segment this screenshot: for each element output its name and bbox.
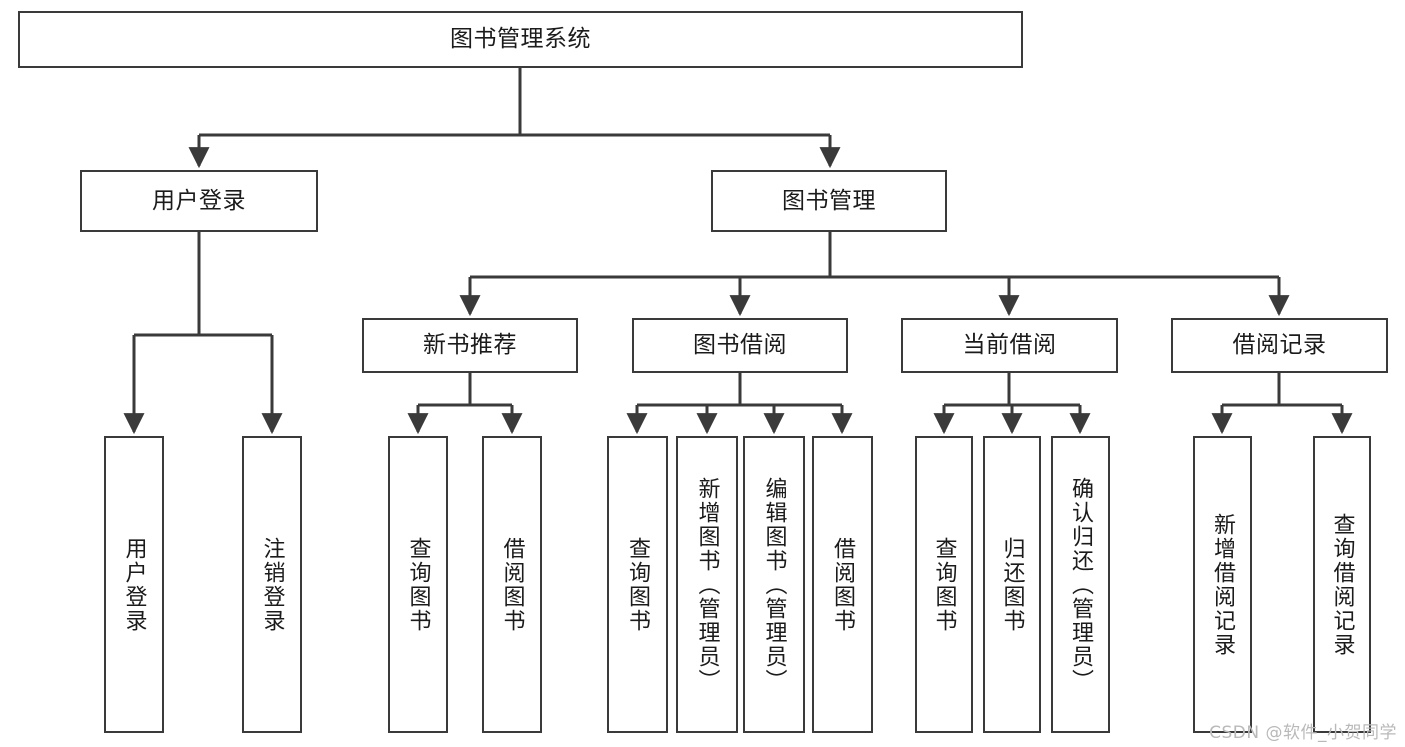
- node-leaf-confirm-return-admin-label: 确认归还（管理员）: [1068, 476, 1094, 693]
- node-leaf-query-book[interactable]: 查询图书: [607, 436, 668, 733]
- node-book-borrow-label: 图书借阅: [693, 332, 787, 359]
- node-leaf-borrow-book-new-label: 借阅图书: [499, 536, 525, 633]
- node-root-system[interactable]: 图书管理系统: [18, 11, 1023, 68]
- node-leaf-user-login-label: 用户登录: [121, 536, 147, 633]
- node-leaf-borrow-book[interactable]: 借阅图书: [812, 436, 873, 733]
- node-book-management[interactable]: 图书管理: [711, 170, 947, 232]
- node-leaf-query-book-current[interactable]: 查询图书: [915, 436, 973, 733]
- node-current-borrow[interactable]: 当前借阅: [901, 318, 1118, 373]
- node-leaf-confirm-return-admin[interactable]: 确认归还（管理员）: [1051, 436, 1110, 733]
- node-leaf-logout[interactable]: 注销登录: [242, 436, 302, 733]
- node-book-borrow[interactable]: 图书借阅: [632, 318, 848, 373]
- node-leaf-query-book-current-label: 查询图书: [931, 536, 957, 633]
- node-user-login[interactable]: 用户登录: [80, 170, 318, 232]
- node-leaf-add-book-admin-label: 新增图书（管理员）: [694, 476, 720, 693]
- node-leaf-query-borrow-record[interactable]: 查询借阅记录: [1313, 436, 1371, 733]
- node-leaf-query-book-new-label: 查询图书: [405, 536, 431, 633]
- node-leaf-query-book-new[interactable]: 查询图书: [388, 436, 448, 733]
- node-borrow-records[interactable]: 借阅记录: [1171, 318, 1388, 373]
- node-leaf-add-borrow-record-label: 新增借阅记录: [1210, 512, 1236, 657]
- node-leaf-return-book[interactable]: 归还图书: [983, 436, 1041, 733]
- node-borrow-records-label: 借阅记录: [1232, 332, 1327, 359]
- node-leaf-user-login[interactable]: 用户登录: [104, 436, 164, 733]
- node-leaf-add-borrow-record[interactable]: 新增借阅记录: [1193, 436, 1252, 733]
- node-leaf-logout-label: 注销登录: [259, 536, 285, 633]
- node-root-label: 图书管理系统: [450, 26, 591, 53]
- node-leaf-borrow-book-label: 借阅图书: [830, 536, 856, 633]
- node-leaf-query-book-label: 查询图书: [625, 536, 651, 633]
- node-new-book-recommend-label: 新书推荐: [423, 332, 517, 359]
- node-leaf-return-book-label: 归还图书: [999, 536, 1025, 633]
- node-book-management-label: 图书管理: [782, 187, 876, 214]
- node-leaf-borrow-book-new[interactable]: 借阅图书: [482, 436, 542, 733]
- node-user-login-label: 用户登录: [152, 187, 246, 214]
- node-leaf-query-borrow-record-label: 查询借阅记录: [1329, 512, 1355, 657]
- node-leaf-edit-book-admin-label: 编辑图书（管理员）: [761, 476, 787, 693]
- node-leaf-edit-book-admin[interactable]: 编辑图书（管理员）: [743, 436, 805, 733]
- node-current-borrow-label: 当前借阅: [962, 332, 1057, 359]
- node-new-book-recommend[interactable]: 新书推荐: [362, 318, 578, 373]
- node-leaf-add-book-admin[interactable]: 新增图书（管理员）: [676, 436, 738, 733]
